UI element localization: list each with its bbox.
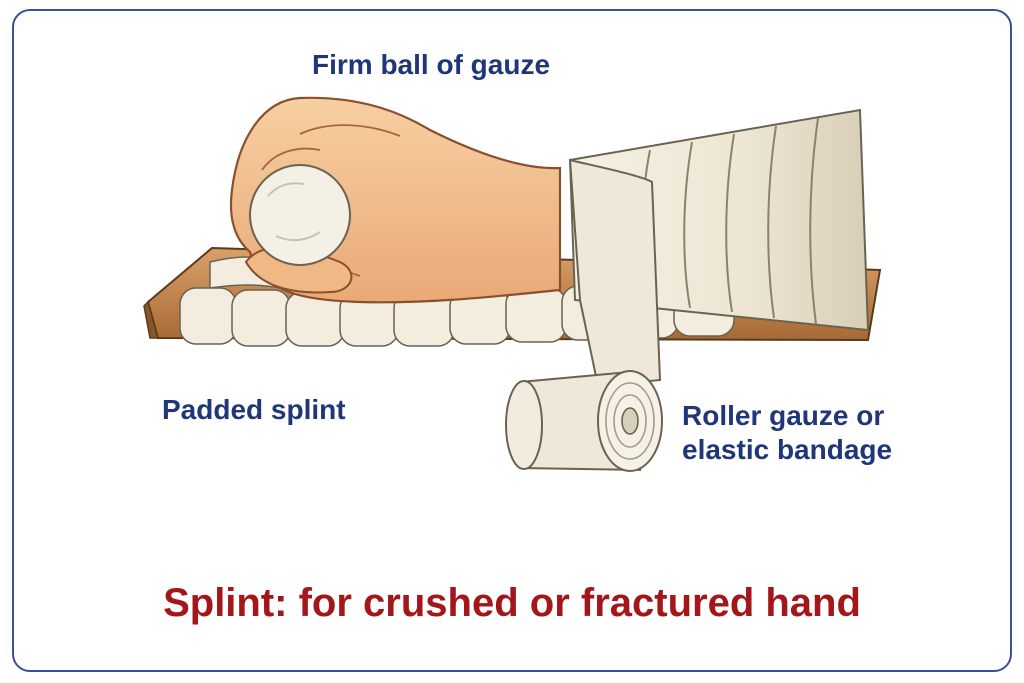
label-roller-line1: Roller gauze or	[682, 400, 885, 431]
diagram-caption: Splint: for crushed or fractured hand	[163, 581, 861, 625]
bandage-wrap-illustration	[568, 108, 870, 388]
label-gauze-ball: Firm ball of gauze	[312, 49, 551, 80]
gauze-ball-illustration	[249, 164, 351, 266]
label-padded-splint: Padded splint	[162, 394, 346, 425]
bandage-roll-illustration	[505, 370, 663, 472]
label-roller-gauze: Roller gauze or elastic bandage	[682, 399, 892, 467]
label-roller-line2: elastic bandage	[682, 434, 893, 465]
